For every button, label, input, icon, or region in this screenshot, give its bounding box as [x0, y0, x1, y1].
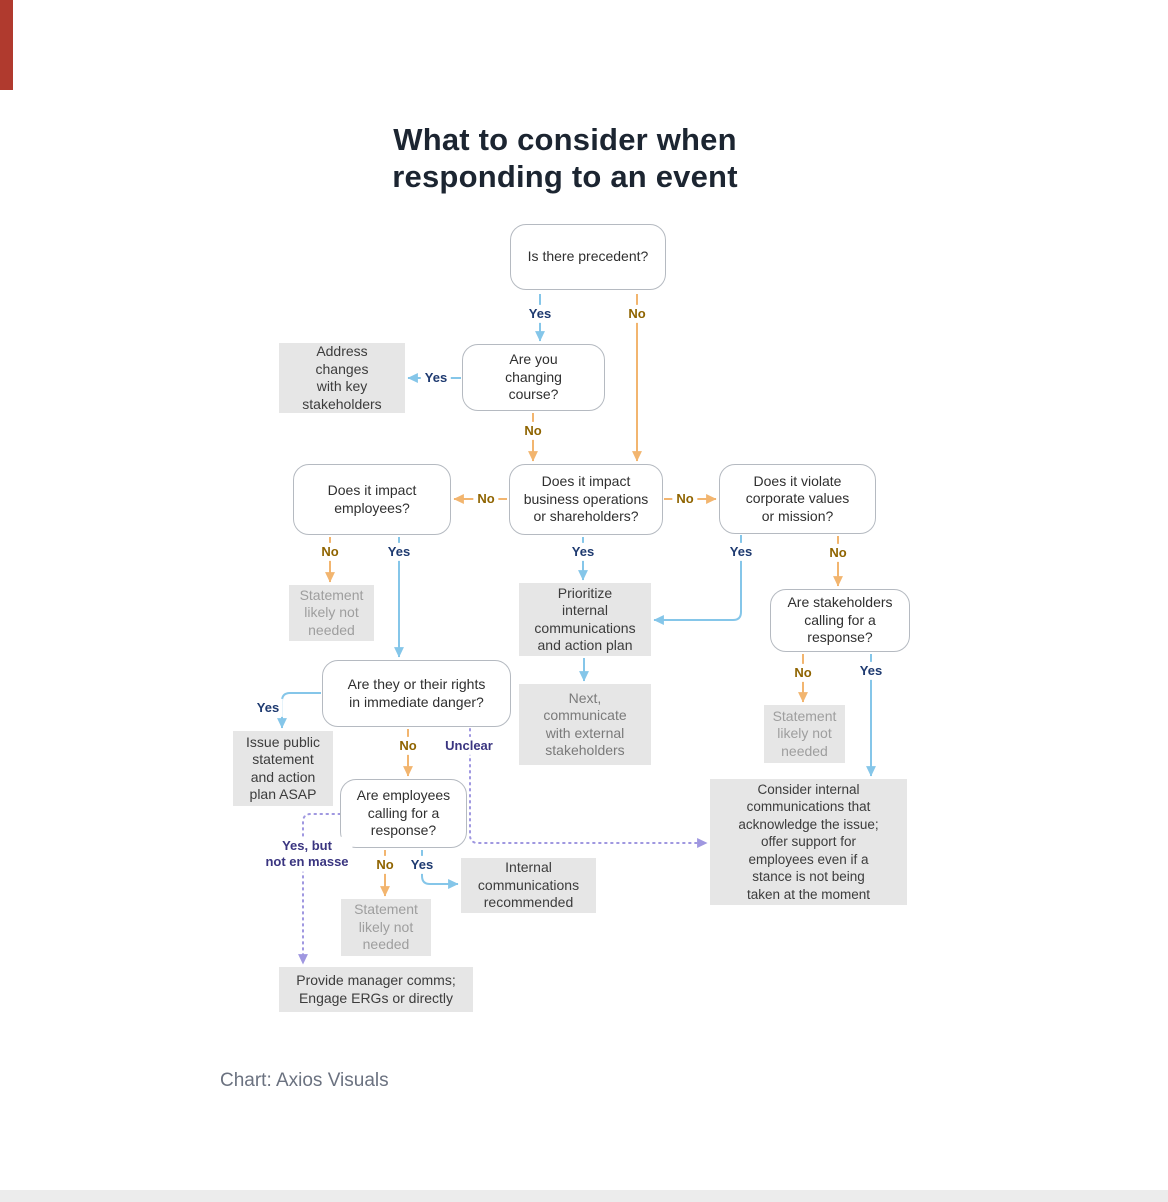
edge-danger-yes: [277, 692, 321, 729]
bottom-edge-strip: [0, 1190, 1168, 1202]
node-employees-calling: Are employees calling for a response?: [340, 779, 467, 848]
node-address-changes: Address changes with key stakeholders: [279, 343, 405, 413]
node-precedent: Is there precedent?: [510, 224, 666, 290]
node-prioritize-internal: Prioritize internal communications and a…: [519, 583, 651, 656]
edge-label-employees-calling-no: No: [372, 855, 398, 875]
left-edge-red-artifact: [0, 0, 13, 90]
node-statement-not-needed-3: Statement likely not needed: [341, 899, 431, 956]
node-statement-not-needed-2: Statement likely not needed: [764, 705, 845, 763]
edge-label-violate-values-yes: Yes: [725, 542, 757, 562]
node-consider-internal: Consider internal communications that ac…: [710, 779, 907, 905]
edge-label-impact-business-no-right: No: [672, 489, 698, 509]
node-statement-not-needed-1: Statement likely not needed: [289, 585, 374, 641]
chart-title: What to consider when responding to an e…: [392, 122, 738, 195]
edge-label-impact-business-no-left: No: [473, 489, 499, 509]
edge-label-danger-unclear: Unclear: [441, 736, 497, 756]
node-impact-business: Does it impact business operations or sh…: [509, 464, 663, 535]
edge-label-danger-yes: Yes: [252, 698, 284, 718]
node-provide-manager-comms: Provide manager comms; Engage ERGs or di…: [279, 967, 473, 1012]
edge-label-precedent-yes: Yes: [524, 304, 556, 324]
edge-label-danger-no: No: [395, 736, 421, 756]
edge-label-impact-business-yes: Yes: [567, 542, 599, 562]
edge-label-stakeholders-no: No: [790, 663, 816, 683]
node-changing-course: Are you changing course?: [462, 344, 605, 411]
node-danger: Are they or their rights in immediate da…: [322, 660, 511, 727]
node-internal-recommended: Internal communications recommended: [461, 858, 596, 913]
edge-label-precedent-no: No: [624, 304, 650, 324]
node-violate-values: Does it violate corporate values or miss…: [719, 464, 876, 534]
edge-label-changing-course-no: No: [520, 421, 546, 441]
node-issue-public-statement: Issue public statement and action plan A…: [233, 731, 333, 806]
edge-label-violate-values-no: No: [825, 543, 851, 563]
edge-label-yes-but-not-en-masse: Yes, but not en masse: [261, 836, 353, 872]
edge-label-stakeholders-yes: Yes: [855, 661, 887, 681]
node-next-external: Next, communicate with external stakehol…: [519, 684, 651, 765]
node-stakeholders-calling: Are stakeholders calling for a response?: [770, 589, 910, 652]
edge-label-employees-calling-yes: Yes: [406, 855, 438, 875]
edge-label-impact-employees-yes: Yes: [383, 542, 415, 562]
node-impact-employees: Does it impact employees?: [293, 464, 451, 535]
edge-label-impact-employees-no: No: [317, 542, 343, 562]
edge-label-changing-course-yes: Yes: [420, 368, 452, 388]
chart-credit: Chart: Axios Visuals: [220, 1070, 389, 1091]
